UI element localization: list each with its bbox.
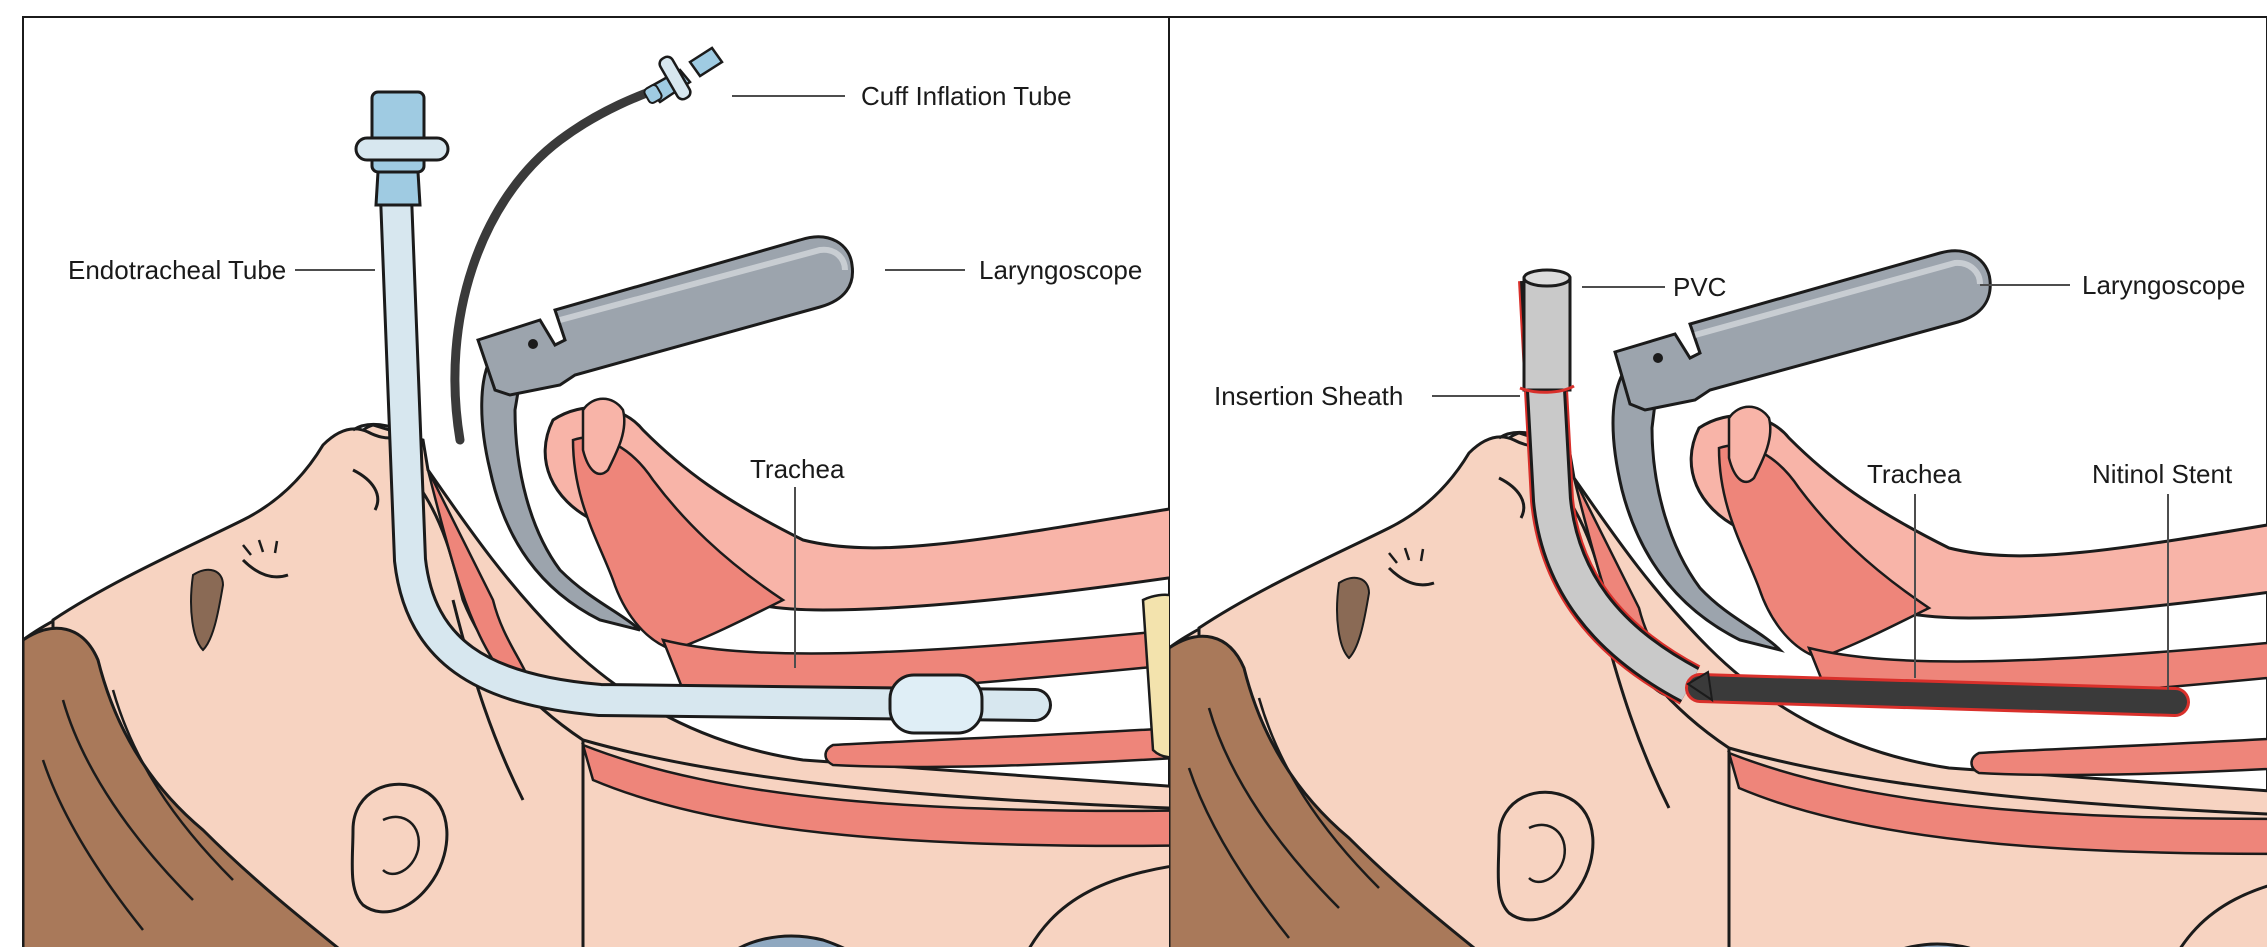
label-insertion-sheath: Insertion Sheath (1214, 381, 1403, 411)
pvc-segment (1520, 270, 1574, 392)
label-trachea: Trachea (750, 454, 845, 484)
label-trachea-right: Trachea (1867, 459, 1962, 489)
label-cuff-inflation-tube: Cuff Inflation Tube (861, 81, 1072, 111)
label-endotracheal-tube: Endotracheal Tube (68, 255, 286, 285)
label-nitinol-stent: Nitinol Stent (2092, 459, 2233, 489)
label-laryngoscope-right: Laryngoscope (2082, 270, 2245, 300)
label-laryngoscope: Laryngoscope (979, 255, 1142, 285)
endotracheal-cuff (890, 675, 982, 733)
label-pvc: PVC (1673, 272, 1726, 302)
